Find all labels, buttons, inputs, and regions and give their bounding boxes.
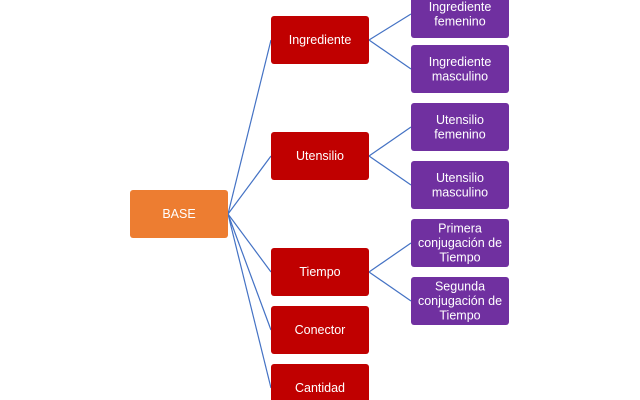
category-node-label: Conector — [295, 323, 346, 337]
category-node-box — [271, 364, 369, 400]
subcategory-node-label: Utensilio — [436, 171, 484, 185]
subcategory-node-label: Tiempo — [439, 309, 480, 323]
category-node-box — [271, 248, 369, 296]
subcategory-node-label: Ingrediente — [429, 55, 492, 69]
subcategory-node-label: Ingrediente — [429, 0, 492, 14]
subcategory-node-label: Utensilio — [436, 113, 484, 127]
category-node-label: Utensilio — [296, 149, 344, 163]
connector-base-to-0 — [227, 39, 272, 215]
connector-base-to-4 — [227, 213, 272, 389]
subcategory-node-box — [411, 277, 509, 325]
root-node-base-label: BASE — [162, 207, 195, 221]
connector-base-to-1 — [227, 155, 272, 215]
connector-2-to-1 — [368, 271, 412, 302]
connector-1-to-1 — [368, 155, 412, 186]
diagram-nodes: BASEIngredienteIngredientefemeninoIngred… — [130, 0, 509, 400]
connector-0-to-1 — [368, 39, 412, 70]
subcategory-node-box — [411, 161, 509, 209]
category-node: Tiempo — [271, 248, 369, 296]
connector-base-to-2 — [227, 213, 272, 273]
category-node: Utensilio — [271, 132, 369, 180]
subcategory-node-label: conjugación de — [418, 236, 502, 250]
connector-base-to-3 — [227, 213, 272, 331]
subcategory-node-label: conjugación de — [418, 294, 502, 308]
connector-2-to-0 — [368, 242, 412, 273]
subcategory-node-label: masculino — [432, 69, 488, 83]
subcategory-node-box — [411, 0, 509, 38]
category-node-box — [271, 132, 369, 180]
subcategory-node-label: Tiempo — [439, 251, 480, 265]
subcategory-node-label: femenino — [434, 14, 485, 28]
connector-lines — [227, 13, 412, 389]
connector-0-to-0 — [368, 13, 412, 41]
category-node-box — [271, 16, 369, 64]
subcategory-node-label: Primera — [438, 222, 482, 236]
root-node-base: BASE — [130, 190, 228, 238]
category-node-box — [271, 306, 369, 354]
category-node: Ingrediente — [271, 16, 369, 64]
category-node: Conector — [271, 306, 369, 354]
subcategory-node-box — [411, 219, 509, 267]
category-node-label: Ingrediente — [289, 33, 352, 47]
category-node-label: Tiempo — [299, 265, 340, 279]
subcategory-node-label: masculino — [432, 185, 488, 199]
root-node-base-box — [130, 190, 228, 238]
category-node: Cantidad — [271, 364, 369, 400]
subcategory-node-box — [411, 103, 509, 151]
category-node-label: Cantidad — [295, 381, 345, 395]
subcategory-node-label: femenino — [434, 127, 485, 141]
connector-1-to-0 — [368, 126, 412, 157]
subcategory-node-box — [411, 45, 509, 93]
subcategory-node-label: Segunda — [435, 280, 485, 294]
